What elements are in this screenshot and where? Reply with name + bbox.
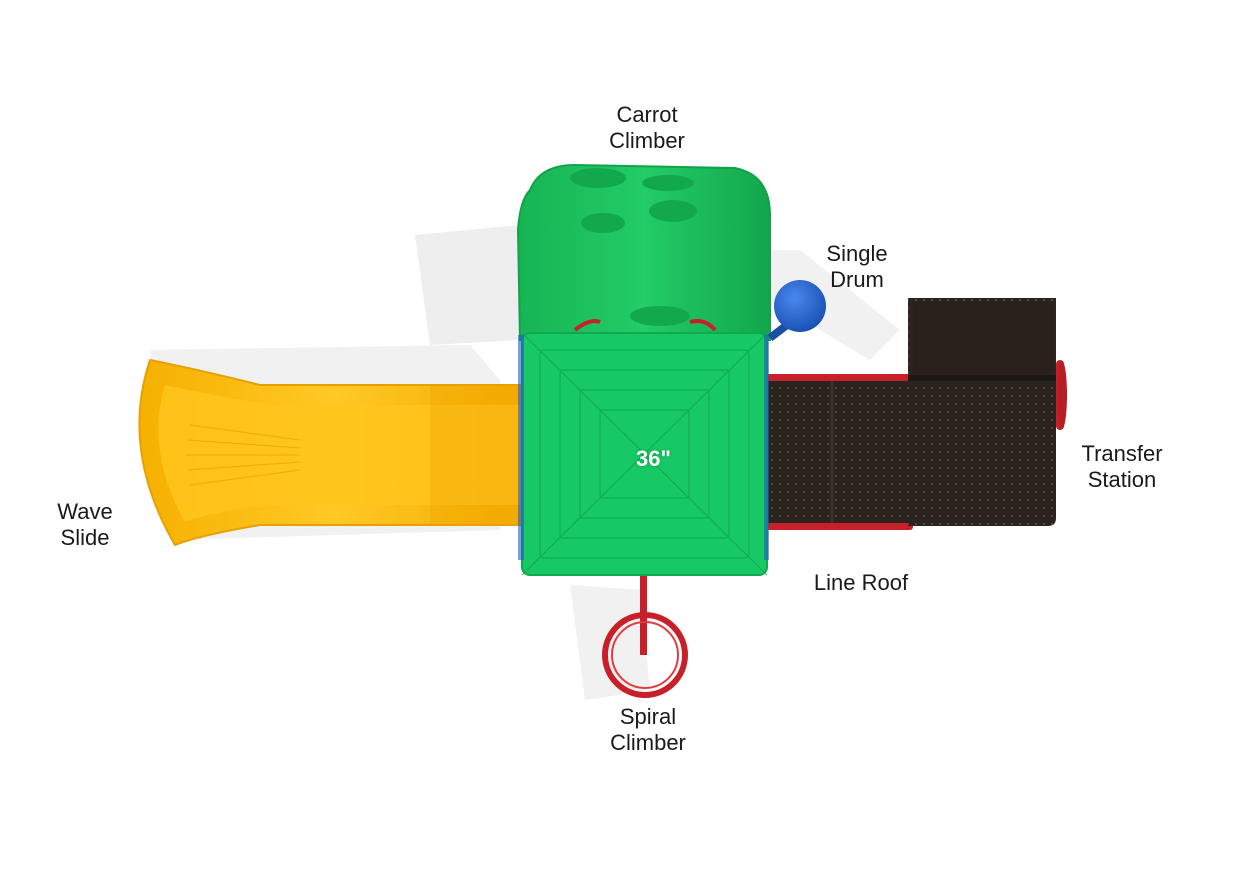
wave-slide-label-line-2: Slide [60,525,110,550]
carrot-climber [516,163,771,341]
transfer-station-label: Transfer Station [1072,441,1172,493]
single-drum-label-line-1: Single [826,241,888,266]
single-drum-label: Single Drum [812,241,902,293]
wave-slide-label: Wave Slide [45,499,125,551]
spiral-climber-label-line-1: Spiral [619,704,677,729]
line-roof-label: Line Roof [813,570,909,595]
spiral-climber-label: Spiral Climber [598,704,698,756]
wave-slide-label-line-1: Wave [57,499,113,524]
deck-height-label: 36" [636,446,671,471]
single-drum [767,280,826,342]
transfer-station [908,298,1067,526]
carrot-climber-label: Carrot Climber [595,102,699,154]
carrot-climber-label-line-2: Climber [609,128,685,153]
deck-roof [518,332,769,576]
spiral-climber-label-line-2: Climber [610,730,686,755]
transfer-station-label-line-1: Transfer [1081,441,1163,466]
single-drum-label-line-2: Drum [830,267,884,292]
carrot-climber-label-line-1: Carrot [616,102,678,127]
line-roof [765,374,913,530]
transfer-station-label-line-2: Station [1087,467,1157,492]
wave-slide [138,358,531,547]
spiral-climber [602,575,688,698]
